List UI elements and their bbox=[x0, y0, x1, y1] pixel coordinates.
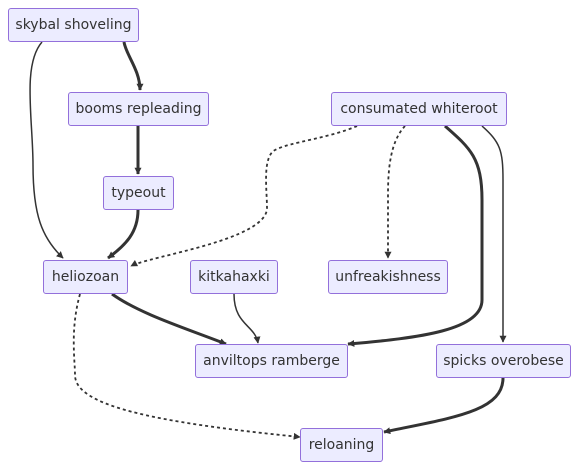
node-kitkahaxki[interactable]: kitkahaxki bbox=[190, 260, 278, 294]
node-heliozoan[interactable]: heliozoan bbox=[43, 260, 128, 294]
node-skybal-shoveling[interactable]: skybal shoveling bbox=[8, 8, 139, 42]
edge-spicks-overobese-to-reloaning bbox=[383, 377, 505, 435]
node-booms-repleading[interactable]: booms repleading bbox=[68, 92, 209, 126]
edge-skybal-shoveling-to-booms-repleading bbox=[122, 41, 144, 91]
edge-skybal-shoveling-to-heliozoan bbox=[29, 41, 64, 259]
edge-consumated-whiteroot-to-unfreakishness bbox=[384, 125, 406, 259]
edge-typeout-to-heliozoan bbox=[107, 209, 140, 260]
edge-heliozoan-to-anviltops-ramberge bbox=[111, 292, 227, 346]
node-consumated-whiteroot[interactable]: consumated whiteroot bbox=[331, 92, 507, 126]
node-typeout[interactable]: typeout bbox=[103, 176, 174, 210]
node-unfreakishness[interactable]: unfreakishness bbox=[328, 260, 448, 294]
edge-consumated-whiteroot-to-spicks-overobese bbox=[481, 125, 507, 343]
edge-kitkahaxki-to-anviltops-ramberge bbox=[233, 293, 261, 344]
edge-consumated-whiteroot-to-anviltops-ramberge bbox=[347, 124, 484, 347]
node-anviltops-ramberge[interactable]: anviltops ramberge bbox=[195, 344, 348, 378]
edge-consumated-whiteroot-to-heliozoan bbox=[130, 125, 358, 267]
node-spicks-overobese[interactable]: spicks overobese bbox=[436, 344, 571, 378]
node-reloaning[interactable]: reloaning bbox=[300, 428, 383, 462]
